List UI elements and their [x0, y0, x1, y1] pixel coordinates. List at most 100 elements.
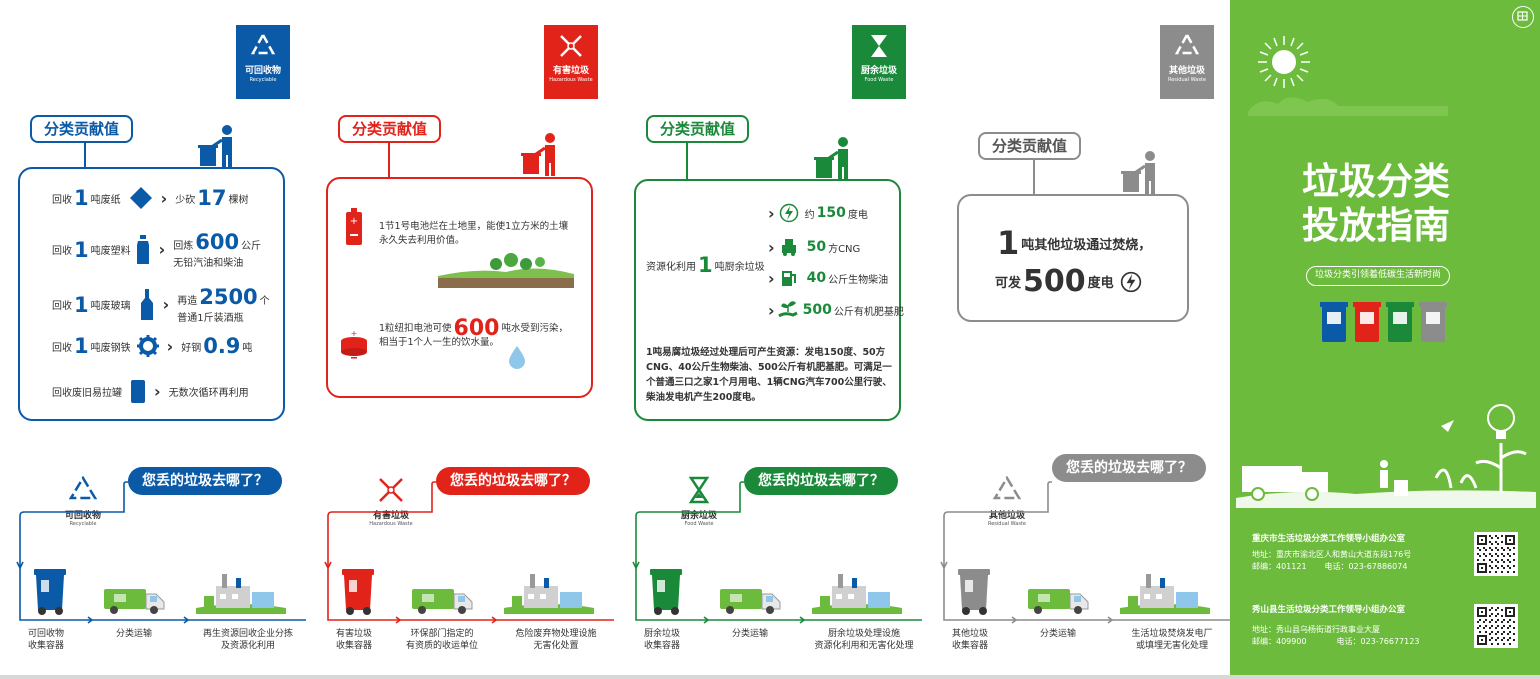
chevron-right-icon: › — [768, 203, 775, 223]
row-text: 度电 — [1087, 276, 1114, 291]
cloud-decoration — [1248, 97, 1448, 116]
glass-bottle-icon — [140, 288, 153, 320]
person-trash-icon — [198, 125, 232, 168]
food-input: 资源化利用 1 吨厨余垃圾 — [646, 253, 765, 277]
row-text: 回收 — [52, 246, 72, 257]
row-number: 500 — [802, 302, 832, 318]
lightning-icon — [1120, 271, 1141, 292]
recyclable-badge: 可回收物 Recyclable — [236, 25, 290, 99]
row-text: 度电 — [847, 209, 868, 221]
stage-text: 分类运输 — [115, 629, 152, 639]
trash-bin-icon — [342, 569, 374, 615]
row-text: 吨废纸 — [90, 194, 121, 206]
recyclable-row-can: 回收废旧易拉罐 › 无数次循环再利用 — [52, 378, 249, 404]
qr-code-1[interactable] — [1474, 532, 1518, 576]
label-connector — [84, 143, 86, 173]
hazard-cross-icon — [560, 35, 582, 57]
qr-code-icon — [1477, 607, 1515, 645]
title-line: 投放指南 — [1302, 204, 1450, 247]
button-battery-text: 1粒纽扣电池可使 600 吨水受到污染， 相当于1个人一生的饮水量。 — [379, 316, 568, 350]
row-text: 公斤 — [241, 241, 262, 252]
row-text: 棵树 — [228, 194, 249, 206]
badge-label-en: Residual Waste — [1167, 77, 1207, 83]
office-address: 地址：秀山县乌杨街道行政事业大厦 — [1252, 625, 1380, 634]
title-line: 垃圾分类 — [1302, 160, 1450, 203]
row-text: 普通1斤装酒瓶 — [177, 313, 244, 324]
row-number: 0.9 — [203, 334, 241, 358]
office-phone: 电话：023-67886074 — [1324, 562, 1408, 571]
pollution-number: 600 — [453, 316, 500, 341]
chevron-right-icon: › — [768, 300, 775, 320]
stage-text: 收集容器 — [643, 641, 680, 651]
recycle-icon — [250, 33, 276, 55]
row-text: 约 — [804, 209, 815, 221]
text-line: 吨水受到污染， — [501, 323, 568, 334]
row-number: 150 — [816, 205, 846, 221]
food-output-cng: › 50 方CNG — [768, 237, 860, 257]
category-en: Recyclable — [69, 521, 97, 527]
office-name: 重庆市生活垃圾分类工作领导小组办公室 — [1252, 534, 1406, 544]
stage-text: 分类运输 — [731, 629, 768, 639]
stage-text: 有害垃圾 — [335, 629, 372, 639]
bottom-border — [0, 675, 1540, 679]
svg-text:+: + — [350, 216, 358, 227]
chevron-right-icon: › — [158, 240, 166, 259]
trash-bin-icon — [34, 569, 66, 615]
stage-text: 收集容器 — [27, 641, 64, 651]
lightning-icon — [779, 203, 798, 223]
row-text: 再造 — [177, 296, 198, 307]
food-badge: 厨余垃圾 Food Waste — [852, 25, 906, 99]
contribution-label: 分类贡献值 — [646, 115, 750, 143]
side-title: 垃圾分类 投放指南 — [1302, 160, 1450, 248]
badge-label-en: Recyclable — [249, 77, 277, 83]
stage-text: 分类运输 — [1039, 629, 1076, 639]
garbage-truck-icon — [412, 589, 473, 614]
badge-label: 其他垃圾 — [1168, 66, 1205, 76]
stage-text: 厨余垃圾处理设施 — [827, 629, 900, 639]
text-line: 个普通三口之家1个月用电、1辆CNG汽车700公里行驶、 — [646, 377, 892, 388]
row-number: 40 — [806, 270, 827, 286]
residual-line2: 可发 500 度电 — [995, 264, 1142, 299]
row-text: 回收 — [52, 301, 72, 312]
garbage-truck-icon — [720, 589, 781, 614]
plastic-bottle-icon — [136, 234, 149, 264]
category-icon — [993, 476, 1021, 500]
row-text: 吨废钢铁 — [90, 342, 131, 354]
flow-stage-label: 有害垃圾收集容器 — [328, 628, 380, 652]
stage-text: 危险废弃物处理设施 — [515, 629, 597, 639]
category-zh: 厨余垃圾 — [680, 511, 717, 521]
flow-stage-label: 分类运输 — [1022, 628, 1094, 640]
qr-code-2[interactable] — [1474, 604, 1518, 648]
text-line: 1粒纽扣电池可使 — [379, 323, 452, 334]
person-trash-icon — [814, 137, 848, 180]
row-text: 方CNG — [828, 243, 861, 255]
text-line: 永久失去利用价值。 — [379, 235, 465, 246]
category-zh: 可回收物 — [64, 511, 101, 521]
stage-text: 厨余垃圾 — [643, 629, 680, 639]
stage-text: 及资源化利用 — [220, 641, 275, 651]
flow-stage-label: 环保部门指定的有资质的收运单位 — [406, 628, 478, 652]
flow-stage-label: 其他垃圾收集容器 — [944, 628, 996, 652]
stage-text: 其他垃圾 — [951, 629, 988, 639]
chevron-right-icon: › — [768, 268, 775, 288]
chevron-right-icon: › — [166, 336, 174, 356]
green-city-illustration — [1236, 404, 1536, 508]
residual-panel — [957, 194, 1189, 322]
svg-text:+: + — [351, 330, 358, 338]
trash-bin-icon — [650, 569, 682, 615]
row-text: 少砍 — [175, 194, 196, 206]
corner-menu-button[interactable] — [1512, 6, 1534, 28]
garbage-truck-icon — [104, 589, 165, 614]
row-text: 可发 — [995, 276, 1022, 291]
person-trash-icon — [521, 133, 555, 176]
flow-connector — [324, 481, 614, 624]
battery-soil-text: 1节1号电池烂在土地里，能使1立方米的土壤 永久失去利用价值。 — [379, 220, 568, 248]
facility-icon — [504, 574, 594, 614]
row-text: 吨 — [242, 342, 253, 354]
badge-label-en: Hazardous Waste — [549, 77, 593, 83]
sprout-hand-icon — [777, 301, 798, 318]
